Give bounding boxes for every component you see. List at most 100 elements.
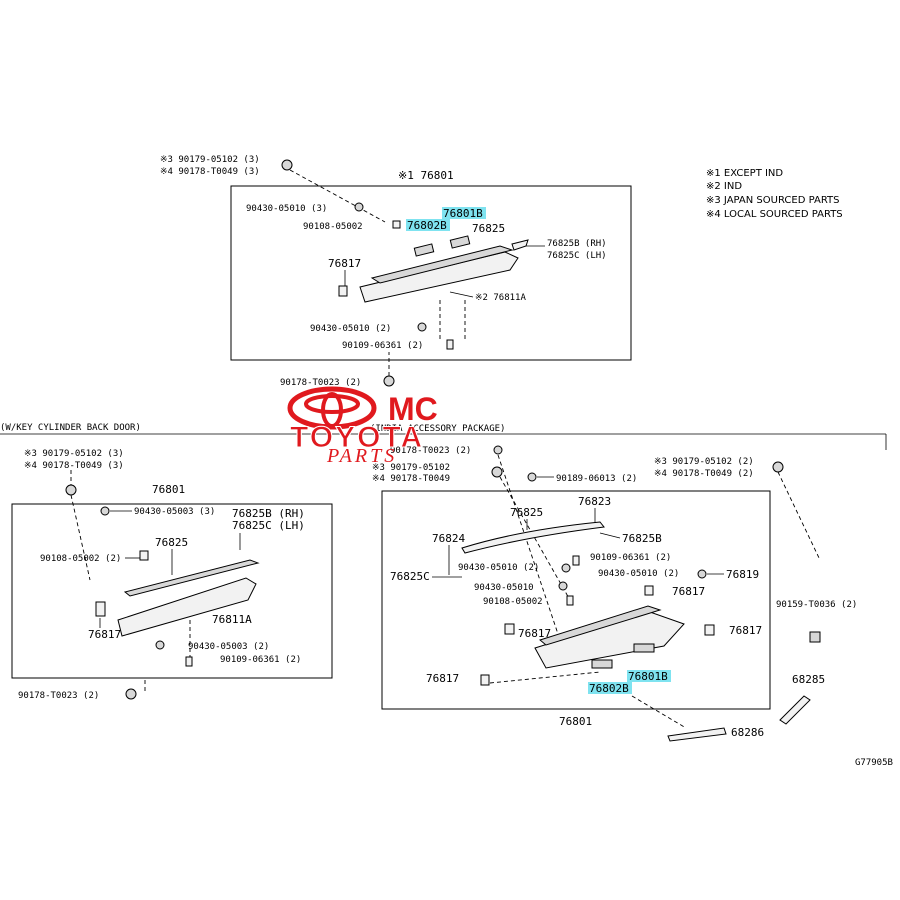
emblem-icon bbox=[591, 659, 613, 669]
top-part-label: 76817 bbox=[328, 257, 361, 270]
emblem-icon bbox=[449, 235, 471, 249]
left-part-label: ※4 90178-T0049 (3) bbox=[24, 461, 124, 471]
note-line: ※4 LOCAL SOURCED PARTS bbox=[706, 209, 843, 220]
top-part-label: 90178-T0023 (2) bbox=[280, 378, 361, 388]
left-part-label: 76801 bbox=[152, 483, 185, 496]
screw-icon bbox=[446, 339, 454, 350]
right-part-label: 76823 bbox=[578, 495, 611, 508]
left-section-heading: (W/KEY CYLINDER BACK DOOR) bbox=[0, 423, 141, 433]
garnish-strip bbox=[538, 605, 662, 646]
right-part-label: 90430-05010 (2) bbox=[598, 569, 679, 579]
top-part-label: ※4 90178-T0049 (3) bbox=[160, 167, 260, 177]
nut-icon bbox=[491, 466, 503, 478]
note-line: ※1 EXCEPT IND bbox=[706, 168, 783, 179]
right-part-label: 90109-06361 (2) bbox=[590, 553, 671, 563]
diagram-code: G77905B bbox=[855, 758, 893, 768]
right-part-label: 76817 bbox=[518, 627, 551, 640]
trim-piece bbox=[667, 727, 727, 742]
right-part-label: ※4 90178-T0049 bbox=[372, 474, 450, 484]
emblem-icon bbox=[633, 643, 655, 653]
left-part-label: 76825 bbox=[155, 536, 188, 549]
left-part-label: ※3 90179-05102 (3) bbox=[24, 449, 124, 459]
right-part-label: 90430-05010 bbox=[474, 583, 534, 593]
garnish-strip bbox=[123, 559, 260, 597]
right-part-label: 68286 bbox=[731, 726, 764, 739]
right-part-label: 76817 bbox=[672, 585, 705, 598]
top-part-highlight: 76802B bbox=[407, 219, 447, 232]
clip-icon bbox=[417, 322, 427, 332]
right-part-label: 76817 bbox=[729, 624, 762, 637]
right-part-label: 90189-06013 (2) bbox=[556, 474, 637, 484]
left-group-frame bbox=[11, 503, 333, 679]
nut-icon bbox=[383, 375, 395, 387]
garnish-strip bbox=[370, 245, 514, 284]
bracket-icon bbox=[480, 674, 490, 686]
left-part-label: 76825C (LH) bbox=[232, 519, 305, 532]
emblem-icon bbox=[413, 243, 435, 257]
clip-icon bbox=[139, 550, 149, 561]
clip-icon bbox=[566, 595, 574, 606]
right-part-label: 90159-T0036 (2) bbox=[776, 600, 857, 610]
top-part-label: 90109-06361 (2) bbox=[342, 341, 423, 351]
top-part-highlight: 76801B bbox=[443, 207, 483, 220]
right-part-highlight: 76802B bbox=[589, 682, 629, 695]
clip-icon bbox=[558, 581, 568, 591]
left-part-label: 76811A bbox=[212, 613, 252, 626]
right-part-label: ※4 90178-T0049 (2) bbox=[654, 469, 754, 479]
bracket-icon bbox=[704, 624, 715, 636]
right-part-label: 76801 bbox=[559, 715, 592, 728]
screw-icon bbox=[185, 656, 193, 667]
top-part-label: 90108-05002 bbox=[303, 222, 363, 232]
top-part-label: 76825C (LH) bbox=[547, 251, 607, 261]
right-part-label: 90430-05010 (2) bbox=[458, 563, 539, 573]
bracket-icon bbox=[95, 601, 106, 617]
nut-icon bbox=[772, 461, 784, 473]
trim-piece bbox=[779, 695, 811, 725]
clip-icon bbox=[354, 202, 364, 212]
clip-icon bbox=[392, 220, 401, 229]
right-part-label: 76819 bbox=[726, 568, 759, 581]
bracket-icon bbox=[504, 623, 515, 635]
top-title-label: ※1 76801 bbox=[398, 169, 454, 182]
clip-icon bbox=[100, 506, 110, 516]
right-group-frame bbox=[381, 490, 771, 710]
left-part-label: 76817 bbox=[88, 628, 121, 641]
right-part-label: 76825C bbox=[390, 570, 430, 583]
garnish-panel bbox=[117, 577, 257, 637]
end-cap bbox=[511, 239, 529, 251]
top-part-label: 90430-05010 (3) bbox=[246, 204, 327, 214]
garnish-strip bbox=[461, 521, 605, 554]
top-part-label: ※3 90179-05102 (3) bbox=[160, 155, 260, 165]
right-part-label: 76817 bbox=[426, 672, 459, 685]
right-part-label: 90108-05002 bbox=[483, 597, 543, 607]
left-part-label: 90109-06361 (2) bbox=[220, 655, 301, 665]
right-part-label: 76824 bbox=[432, 532, 465, 545]
top-part-label: 90430-05010 (2) bbox=[310, 324, 391, 334]
top-part-label: 76825B (RH) bbox=[547, 239, 607, 249]
right-part-label: ※3 90179-05102 (2) bbox=[654, 457, 754, 467]
left-part-label: 90430-05003 (2) bbox=[188, 642, 269, 652]
left-part-label: 76825B (RH) bbox=[232, 507, 305, 520]
right-part-label: 68285 bbox=[792, 673, 825, 686]
nut-icon bbox=[281, 159, 293, 171]
left-part-label: 90178-T0023 (2) bbox=[18, 691, 99, 701]
right-part-label: 76825B bbox=[622, 532, 662, 545]
top-part-label: ※2 76811A bbox=[475, 293, 526, 303]
bracket-icon bbox=[644, 585, 654, 596]
right-part-label: 76825 bbox=[510, 506, 543, 519]
clip-icon bbox=[561, 563, 571, 573]
right-part-label: ※3 90179-05102 bbox=[372, 463, 450, 473]
screw-icon bbox=[572, 555, 580, 566]
watermark-text: TOYOTA bbox=[290, 421, 424, 454]
watermark-text: PARTS bbox=[326, 445, 397, 467]
left-part-label: 90108-05002 (2) bbox=[40, 554, 121, 564]
top-part-label: 76825 bbox=[472, 222, 505, 235]
nut-icon bbox=[125, 688, 137, 700]
note-line: ※3 JAPAN SOURCED PARTS bbox=[706, 195, 840, 206]
clip-icon bbox=[527, 472, 537, 482]
left-part-label: 90430-05003 (3) bbox=[134, 507, 215, 517]
clip-icon bbox=[155, 640, 165, 650]
watermark-logo: MC TOYOTA PARTS bbox=[287, 386, 438, 467]
fastener-icon bbox=[809, 631, 821, 643]
